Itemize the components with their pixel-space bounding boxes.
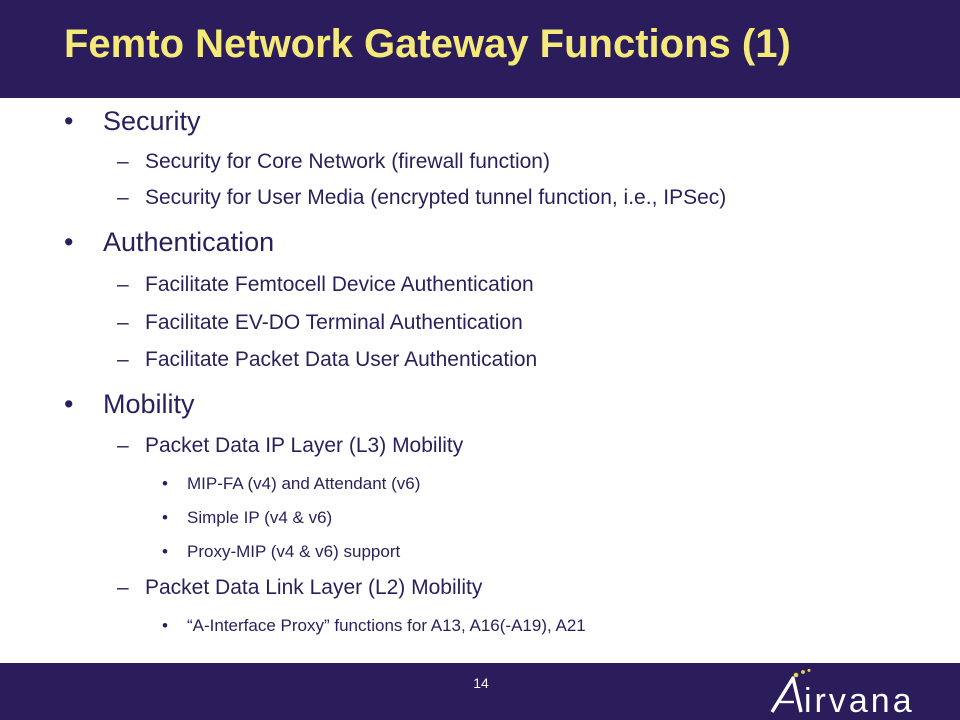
- bullet-text: Security: [103, 106, 201, 136]
- bullet-text: Mobility: [103, 389, 195, 419]
- airvana-a-logo-icon: [770, 668, 811, 713]
- bullet-text: Authentication: [103, 227, 275, 257]
- sub-sub-bullet: • “A-Interface Proxy” functions for A13,…: [162, 616, 586, 636]
- slide-title: Femto Network Gateway Functions (1): [64, 22, 791, 66]
- sub-bullet: – Facilitate EV-DO Terminal Authenticati…: [117, 311, 523, 335]
- page-number: 14: [473, 675, 489, 691]
- title-bar: [0, 0, 960, 98]
- sub-sub-bullet-text: “A-Interface Proxy” functions for A13, A…: [187, 616, 586, 635]
- sub-bullet: – Security for User Media (encrypted tun…: [117, 186, 727, 210]
- sub-bullet: – Packet Data IP Layer (L3) Mobility: [117, 434, 464, 458]
- sub-sub-bullet-text: Proxy-MIP (v4 & v6) support: [187, 542, 401, 561]
- dash-marker: –: [117, 150, 129, 173]
- sub-bullet-text: Facilitate EV-DO Terminal Authentication: [145, 311, 523, 334]
- dash-marker: –: [117, 434, 129, 457]
- logo-wordmark: irvana: [804, 682, 915, 716]
- sub-sub-bullet: • Simple IP (v4 & v6): [162, 508, 333, 528]
- airvana-logo: irvana: [770, 668, 915, 716]
- bullet-mobility: • Mobility: [64, 389, 195, 420]
- dash-marker: –: [117, 311, 129, 334]
- bullet-authentication: • Authentication: [64, 227, 275, 258]
- sub-bullet-text: Security for Core Network (firewall func…: [145, 150, 550, 173]
- sub-bullet: – Facilitate Femtocell Device Authentica…: [117, 273, 534, 297]
- sub-sub-bullet-text: MIP-FA (v4) and Attendant (v6): [187, 474, 421, 493]
- sub-sub-bullet: • MIP-FA (v4) and Attendant (v6): [162, 474, 421, 494]
- sub-bullet-text: Packet Data IP Layer (L3) Mobility: [145, 434, 464, 457]
- small-bullet-marker: •: [162, 542, 168, 561]
- bullet-marker: •: [64, 106, 74, 136]
- sub-bullet-text: Packet Data Link Layer (L2) Mobility: [145, 576, 483, 599]
- sub-bullet-text: Security for User Media (encrypted tunne…: [145, 186, 727, 209]
- sub-sub-bullet: • Proxy-MIP (v4 & v6) support: [162, 542, 401, 562]
- small-bullet-marker: •: [162, 616, 168, 635]
- bullet-marker: •: [64, 227, 74, 257]
- sub-bullet-text: Facilitate Packet Data User Authenticati…: [145, 348, 538, 371]
- dash-marker: –: [117, 273, 129, 296]
- sub-bullet: – Security for Core Network (firewall fu…: [117, 150, 550, 174]
- small-bullet-marker: •: [162, 508, 168, 527]
- dash-marker: –: [117, 186, 129, 209]
- dash-marker: –: [117, 576, 129, 599]
- sub-bullet-text: Facilitate Femtocell Device Authenticati…: [145, 273, 534, 296]
- bullet-marker: •: [64, 389, 74, 419]
- sub-bullet: – Facilitate Packet Data User Authentica…: [117, 348, 538, 372]
- small-bullet-marker: •: [162, 474, 168, 493]
- bullet-security: • Security: [64, 106, 201, 137]
- sub-sub-bullet-text: Simple IP (v4 & v6): [187, 508, 333, 527]
- sub-bullet: – Packet Data Link Layer (L2) Mobility: [117, 576, 483, 600]
- dash-marker: –: [117, 348, 129, 371]
